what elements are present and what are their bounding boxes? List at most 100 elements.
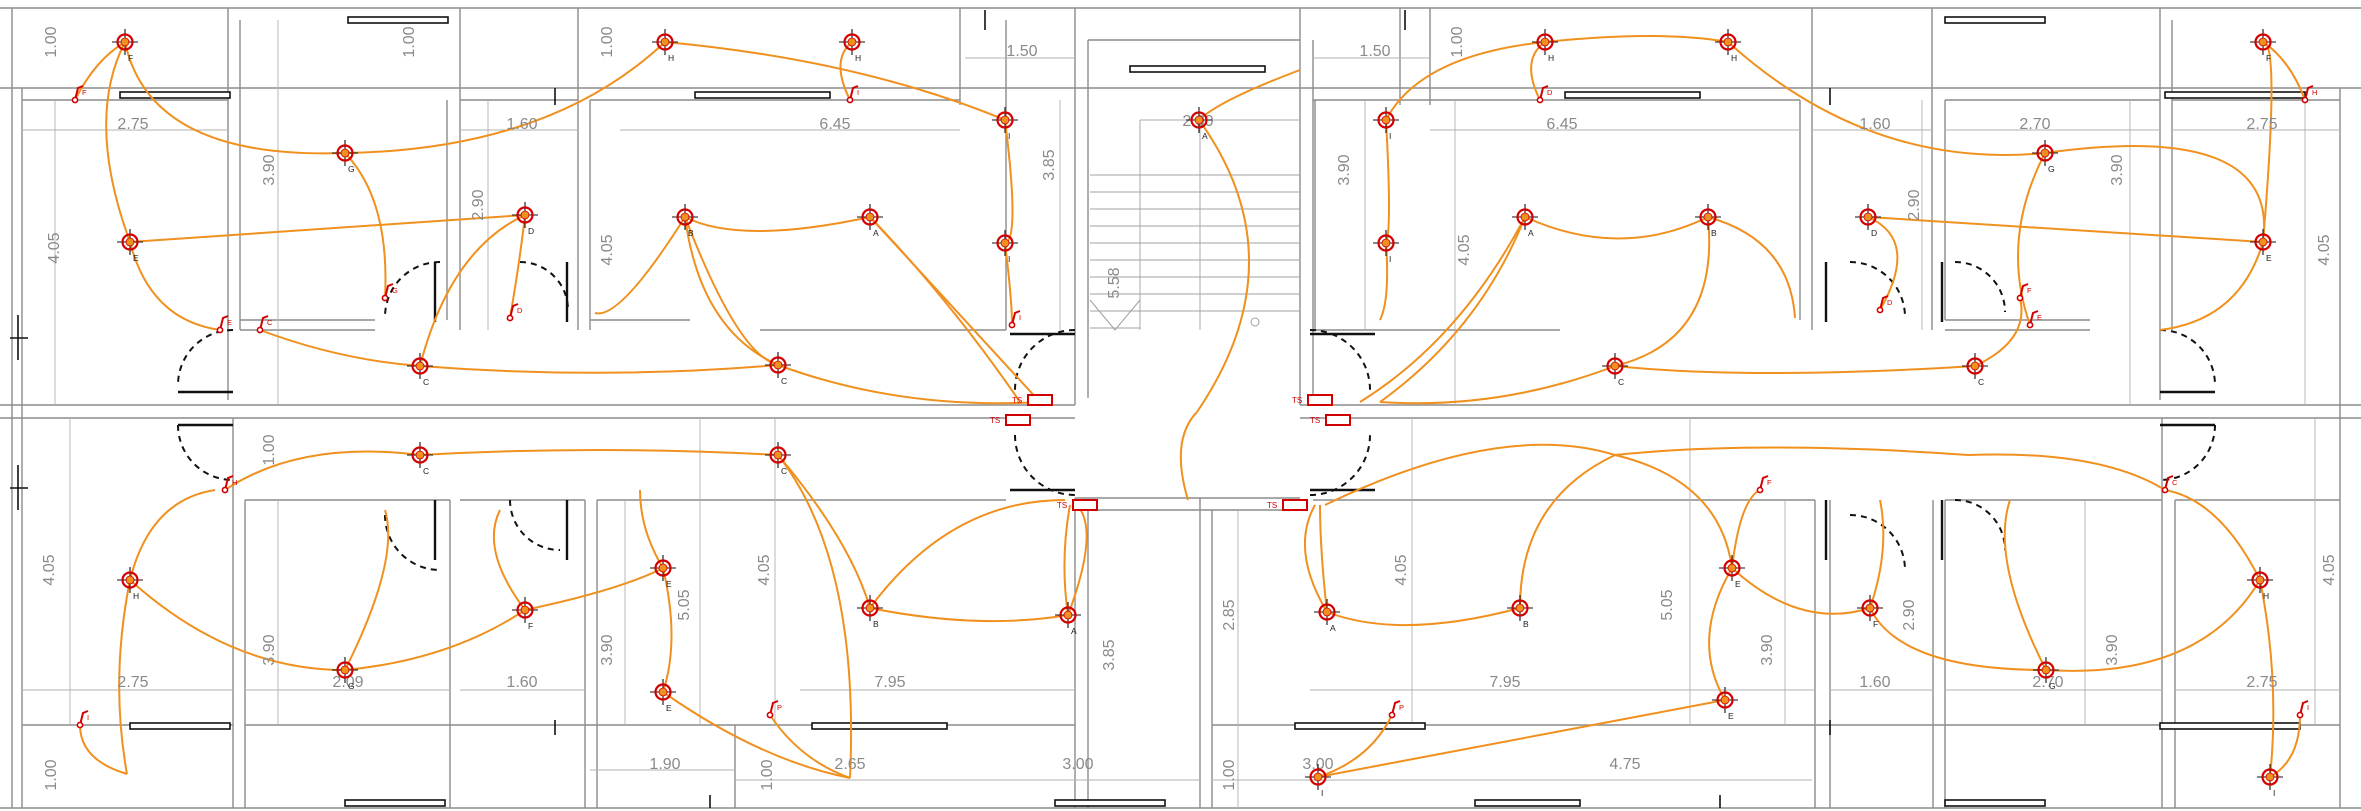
light-switch-label: F: [1767, 478, 1772, 487]
light-switch: P: [1388, 700, 1404, 719]
dimension-label: 1.60: [506, 674, 537, 691]
dimension-label: 1.60: [506, 116, 537, 133]
light-fixture: E: [117, 229, 143, 263]
light-switch: F: [2016, 283, 2032, 302]
light-fixture-label: H: [668, 53, 674, 63]
light-switch: E: [216, 315, 232, 334]
light-switch-label: G: [392, 286, 398, 295]
dimension-label: 3.85: [1041, 149, 1058, 180]
dimension-label: 1.00: [261, 434, 278, 465]
dimension-label: 3.90: [1759, 634, 1776, 665]
light-fixture: H: [117, 567, 143, 601]
light-fixture-label: E: [133, 253, 139, 263]
dimension-label: 3.90: [261, 154, 278, 185]
light-switch-label: I: [87, 713, 89, 722]
light-fixture: I: [1373, 230, 1399, 264]
dimension-label: 1.00: [401, 26, 418, 57]
distribution-panel: TS: [990, 414, 1031, 426]
light-fixture-label: E: [666, 703, 672, 713]
light-fixture: E: [1712, 687, 1738, 721]
light-fixture: C: [1602, 353, 1628, 387]
light-switch: D: [1876, 295, 1893, 314]
light-switch: C: [2161, 475, 2178, 494]
light-fixture: C: [765, 442, 791, 476]
light-fixture-label: B: [1523, 619, 1529, 629]
light-fixture-label: C: [781, 376, 787, 386]
dimension-label: 3.90: [1336, 154, 1353, 185]
light-fixture: E: [1719, 555, 1745, 589]
light-fixture-label: G: [348, 164, 355, 174]
light-switch-label: D: [1887, 298, 1893, 307]
dimension-label: 4.05: [599, 234, 616, 265]
windows: [10, 10, 2306, 808]
light-fixture-label: A: [1071, 626, 1077, 636]
dimension-label: 4.05: [41, 554, 58, 585]
light-fixture-label: H: [2263, 591, 2269, 601]
dimension-label: 4.75: [1609, 756, 1640, 773]
light-switch-label: E: [227, 318, 232, 327]
dimension-label: 4.05: [1393, 554, 1410, 585]
light-switch: H: [221, 475, 237, 494]
light-fixture: A: [1512, 204, 1538, 238]
light-fixture-label: I: [2273, 788, 2275, 798]
dimension-label: 1.00: [43, 759, 60, 790]
light-switch: I: [2296, 700, 2309, 719]
light-fixture: A: [1055, 602, 1081, 636]
light-switch-label: H: [2312, 88, 2317, 97]
dimension-label: 2.75: [117, 674, 148, 691]
dimension-label: 2.09: [332, 674, 363, 691]
light-fixture: E: [650, 555, 676, 589]
dimension-label: 2.65: [834, 756, 865, 773]
light-fixture-label: I: [1008, 254, 1010, 264]
dimension-label: 1.00: [599, 26, 616, 57]
light-switch-label: F: [2027, 286, 2032, 295]
light-fixture: C: [407, 353, 433, 387]
light-fixture: F: [1857, 595, 1883, 629]
light-fixture: I: [1373, 107, 1399, 141]
light-fixture-label: F: [528, 621, 533, 631]
light-fixture-label: H: [133, 591, 139, 601]
light-fixture: B: [857, 595, 883, 629]
light-fixture: H: [839, 29, 865, 63]
light-fixture: C: [407, 442, 433, 476]
dimension-label: 5.05: [676, 589, 693, 620]
light-switch: C: [256, 315, 273, 334]
dimension-label: 2.90: [470, 189, 487, 220]
light-fixture-label: E: [1728, 711, 1734, 721]
dimension-label: 3.00: [1062, 756, 1093, 773]
light-fixture-label: H: [1548, 53, 1554, 63]
light-fixture-label: I: [1389, 254, 1391, 264]
light-fixture-label: A: [873, 228, 879, 238]
dimension-label: 2.90: [1906, 189, 1923, 220]
light-switch: F: [1756, 475, 1772, 494]
light-fixture-label: C: [423, 377, 429, 387]
light-fixture-label: A: [1528, 228, 1534, 238]
light-fixture: G: [2032, 140, 2058, 174]
light-switch: I: [846, 85, 859, 104]
light-fixture-label: I: [1389, 131, 1391, 141]
dimension-label: 7.95: [874, 674, 905, 691]
distribution-panel-label: TS: [1057, 501, 1067, 510]
dimension-label: 1.60: [1859, 674, 1890, 691]
light-fixture-label: B: [688, 228, 694, 238]
dimension-label: 5.58: [1106, 267, 1123, 298]
light-switch-label: I: [1019, 313, 1021, 322]
dimension-label: 6.45: [1546, 116, 1577, 133]
dimension-label: 1.50: [1006, 43, 1037, 60]
distribution-panel-label: TS: [1012, 396, 1022, 405]
dimension-label: 5.05: [1659, 589, 1676, 620]
light-switch-label: D: [517, 306, 523, 315]
light-fixture: G: [2033, 657, 2059, 691]
light-fixture-label: G: [2048, 164, 2055, 174]
light-switch-label: C: [267, 318, 273, 327]
distribution-panel: TS: [1292, 394, 1333, 406]
walls: [0, 7, 2361, 809]
light-switch-label: D: [1547, 88, 1553, 97]
distribution-panel-label: TS: [1310, 416, 1320, 425]
light-fixture: E: [650, 679, 676, 713]
light-fixture-label: H: [855, 53, 861, 63]
light-fixture: I: [2257, 764, 2283, 798]
light-fixture: E: [2250, 229, 2276, 263]
